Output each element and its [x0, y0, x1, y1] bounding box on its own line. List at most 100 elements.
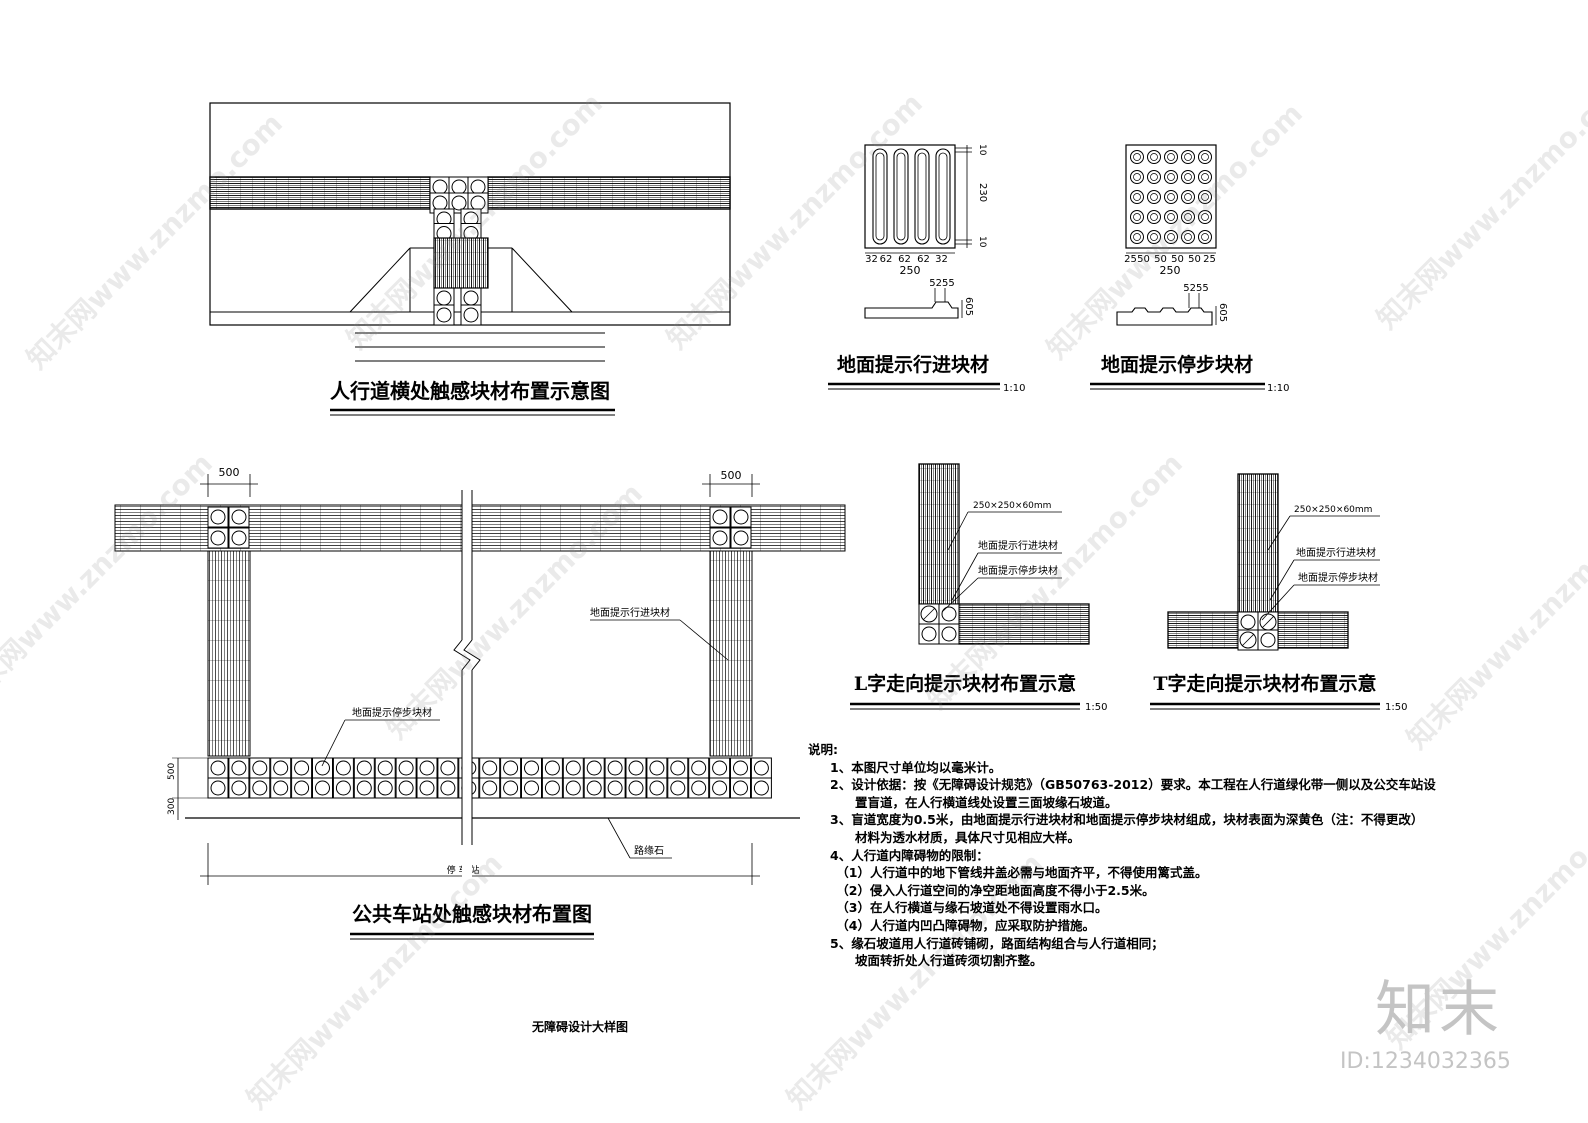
stop-tile: [312, 777, 333, 799]
stop-tile: [730, 757, 751, 779]
bus-dim-row-300: 300: [167, 798, 177, 815]
stop-tile: [667, 777, 689, 799]
stop-tile: [374, 777, 396, 799]
stop-tile: [228, 777, 250, 799]
note-line: （1）人行道中的地下管线井盖必需与地面齐平，不得使用篱式盖。: [830, 865, 1208, 881]
stop-dim-bottom: 25: [1124, 254, 1137, 265]
bus-stop-title: 公共车站处触感块材布置图: [352, 902, 592, 926]
guide-bar: [893, 148, 909, 245]
stop-tile: [500, 757, 522, 779]
stop-dot: [1198, 190, 1212, 204]
stop-tile: [437, 777, 459, 799]
stop-tile: [604, 777, 626, 799]
stop-tile: [479, 777, 501, 799]
t-layout-detail: 250×250×60mm 地面提示行进块材 地面提示停步块材: [1167, 473, 1380, 651]
stop-tile: [583, 757, 605, 779]
stop-dot: [1164, 190, 1178, 204]
t-layout-scale: 1:50: [1385, 702, 1407, 713]
design-notes: 说明: 1、本图尺寸单位均以毫米计。 2、设计依据：按《无障碍设计规范》（GB5…: [808, 741, 1448, 970]
stop-dot: [1147, 210, 1161, 224]
stop-dot-inner: [1184, 153, 1192, 161]
stop-tile: [625, 777, 647, 799]
stop-tile: [416, 757, 438, 779]
stop-tile: [437, 757, 459, 779]
stop-tile: [667, 757, 689, 779]
stop-dot-inner: [1184, 213, 1192, 221]
stop-dot: [1147, 150, 1161, 164]
stop-tile: [460, 304, 482, 326]
stop-dot: [1198, 210, 1212, 224]
stop-tile: [730, 506, 752, 528]
stop-tile: [709, 757, 731, 779]
stop-dim-profile-side: 605: [1217, 303, 1228, 322]
stop-dot: [1181, 230, 1195, 244]
stop-tile: [312, 757, 333, 779]
note-line: 置盲道，在人行横道线处设置三面坡缘石坡道。: [830, 794, 1118, 810]
stop-tile: [646, 757, 668, 779]
stop-dot-inner: [1150, 173, 1158, 181]
stop-tile: [249, 757, 271, 779]
stop-dot-inner: [1201, 233, 1209, 241]
bus-label-guide: 地面提示行进块材: [590, 606, 670, 619]
stop-dot: [1147, 230, 1161, 244]
stop-dot-inner: [1133, 173, 1141, 181]
note-line: 材料为透水材质，具体尺寸见相应大样。: [830, 829, 1081, 845]
stop-tile: [270, 757, 292, 779]
stop-tile-title: 地面提示停步块材: [1101, 353, 1253, 376]
crosswalk-plan: [209, 102, 731, 362]
stop-dot-inner: [1150, 193, 1158, 201]
stop-dot: [1147, 170, 1161, 184]
guide-dim-profile-side: 605: [963, 297, 974, 316]
stop-dot-inner: [1184, 173, 1192, 181]
note-line: 1、本图尺寸单位均以毫米计。: [830, 759, 1002, 775]
stop-dot: [1181, 210, 1195, 224]
guide-tile-scale: 1:10: [1003, 383, 1025, 394]
guide-dim-bottom: 62: [917, 254, 930, 265]
stop-tile: [646, 777, 668, 799]
stop-dot-inner: [1133, 153, 1141, 161]
stop-tile: [500, 777, 522, 799]
guide-dim-right-top: 10: [977, 144, 987, 156]
stop-tile: [207, 777, 229, 799]
stop-dot: [1130, 210, 1144, 224]
stop-dot-inner: [1167, 173, 1175, 181]
guide-bar: [872, 148, 888, 245]
stop-tile: [604, 757, 626, 779]
stop-dot: [1164, 150, 1178, 164]
stop-dot-inner: [1150, 153, 1158, 161]
stop-dot-inner: [1133, 213, 1141, 221]
stop-dot-inner: [1167, 193, 1175, 201]
stop-tile: [353, 757, 375, 779]
guide-bar: [914, 148, 930, 245]
bus-label-curb: 路缘石: [634, 844, 664, 857]
brand-logo: 知末 ID:1234032365: [1340, 975, 1575, 1074]
stop-dim-bottom: 50: [1171, 254, 1184, 265]
stop-dot: [1164, 210, 1178, 224]
guide-dim-bottom: 62: [898, 254, 911, 265]
l-layout-detail: 250×250×60mm 地面提示行进块材 地面提示停步块材: [918, 463, 1090, 645]
stop-dot: [1198, 230, 1212, 244]
note-line: 4、人行道内障碍物的限制：: [830, 847, 989, 863]
stop-dot-inner: [1167, 213, 1175, 221]
stop-dot: [1130, 170, 1144, 184]
stop-tile: [521, 757, 542, 779]
stop-tile: [688, 757, 710, 779]
bus-dim-right-width: 500: [721, 469, 742, 482]
stop-tile: [750, 757, 772, 779]
stop-dot: [1147, 190, 1161, 204]
bus-dim-left-width: 500: [219, 466, 240, 479]
stop-dot-inner: [1150, 233, 1158, 241]
stop-dim-bottom: 50: [1137, 254, 1150, 265]
sheet-title: 无障碍设计大样图: [531, 1019, 628, 1034]
stop-dim-bottom: 50: [1188, 254, 1201, 265]
stop-tile-scale: 1:10: [1267, 383, 1289, 394]
stop-tile: [228, 527, 250, 549]
stop-tile: [416, 777, 438, 799]
stop-tile: [709, 527, 731, 549]
note-line: （3）在人行横道与缘石坡道处不得设置雨水口。: [830, 900, 1108, 916]
stop-tile: [709, 777, 731, 799]
guide-dim-width: 250: [900, 264, 921, 277]
guide-bar-inner: [917, 152, 927, 241]
stop-dim-bottom: 25: [1203, 254, 1216, 265]
